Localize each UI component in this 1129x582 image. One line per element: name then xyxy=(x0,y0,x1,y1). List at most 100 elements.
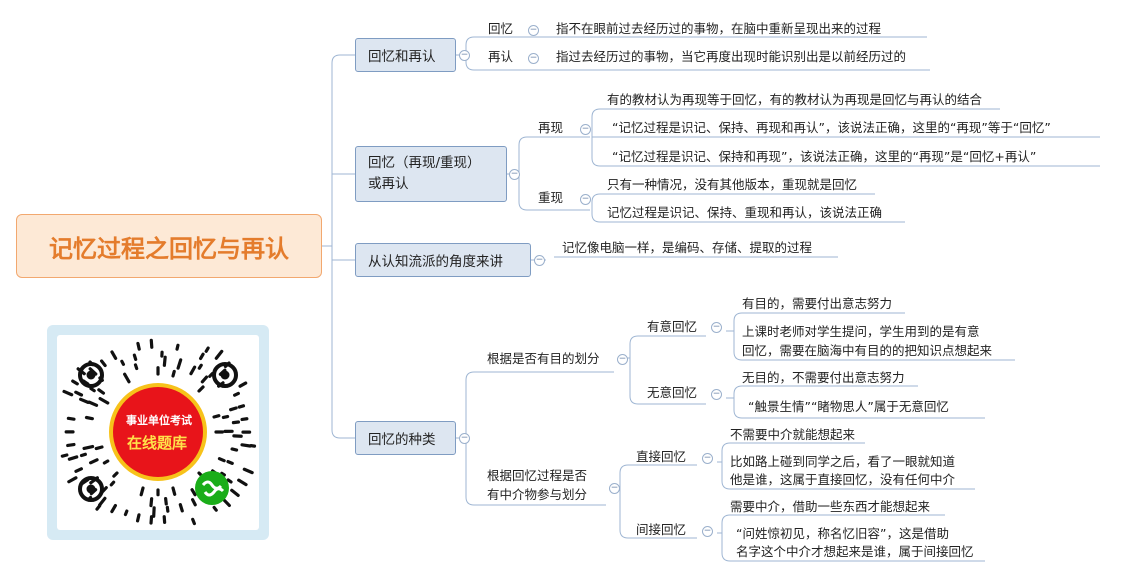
node-label-line2: 或再认 xyxy=(368,176,409,192)
collapse-icon[interactable]: − xyxy=(528,25,539,36)
label-chongxian[interactable]: 重现 xyxy=(538,190,564,205)
qr-dot xyxy=(66,442,76,448)
label-by-medium-line1[interactable]: 根据回忆过程是否 xyxy=(487,468,588,483)
qr-dot xyxy=(190,498,197,507)
indirect-item-2-line1: “问姓惊初见，称名忆旧容”，这是借助 xyxy=(736,526,949,541)
direct-item-2-line2: 他是谁，这属于直接回忆，没有任何中介 xyxy=(730,472,956,487)
qr-dot xyxy=(249,444,257,448)
qr-code-card[interactable]: 事业单位考试 在线题库 xyxy=(47,325,269,540)
qr-dot xyxy=(233,391,240,397)
label-intentional-recall[interactable]: 有意回忆 xyxy=(647,319,698,334)
qr-dot xyxy=(102,459,110,465)
qr-dot xyxy=(89,386,96,393)
collapse-icon[interactable]: − xyxy=(702,526,713,537)
node-cognitive-perspective[interactable]: 从认知流派的角度来讲 xyxy=(355,243,531,277)
qr-dot xyxy=(67,476,78,484)
collapse-icon[interactable]: − xyxy=(702,453,713,464)
qr-dot xyxy=(135,513,141,523)
label-unintentional-recall[interactable]: 无意回忆 xyxy=(647,385,698,400)
qr-dot xyxy=(74,390,84,397)
label-recall[interactable]: 回忆 xyxy=(488,21,514,36)
qr-finder-dot xyxy=(220,370,230,380)
qr-dot xyxy=(132,353,138,361)
collapse-icon[interactable]: − xyxy=(509,169,520,180)
qr-dot xyxy=(110,503,117,514)
qr-dot xyxy=(208,372,214,378)
qr-code[interactable]: 事业单位考试 在线题库 xyxy=(57,335,259,530)
qr-dot xyxy=(99,359,107,368)
badge-text-line1: 事业单位考试 xyxy=(126,414,192,427)
qr-dot xyxy=(164,496,168,506)
label-recognition[interactable]: 再认 xyxy=(488,49,514,64)
qr-dot xyxy=(229,406,238,412)
qr-dot xyxy=(178,503,184,513)
qr-dot xyxy=(171,369,176,378)
qr-dot xyxy=(162,355,167,367)
qr-dot xyxy=(226,478,233,484)
qr-pattern-icon xyxy=(60,338,257,526)
unintentional-item-1: 无目的，不需要付出意志努力 xyxy=(742,370,905,385)
qr-dot xyxy=(62,389,74,397)
intentional-item-2-line1: 上课时老师对学生提问，学生用到的是有意 xyxy=(742,324,980,339)
qr-dot xyxy=(221,414,230,420)
unintentional-item-2: “触景生情”“睹物思人”属于无意回忆 xyxy=(748,399,949,414)
badge-disc xyxy=(113,387,203,477)
qr-dot xyxy=(74,467,83,473)
collapse-icon[interactable]: − xyxy=(580,124,591,135)
qr-dot xyxy=(89,458,99,465)
collapse-icon[interactable]: − xyxy=(528,53,539,64)
qr-dot xyxy=(238,381,248,388)
qr-dot xyxy=(204,346,210,353)
label-by-medium-line2[interactable]: 有中介物参与划分 xyxy=(487,487,588,502)
text-recognition-definition: 指过去经历过的事物，当它再度出现时能识别出是以前经历过的 xyxy=(556,49,907,64)
chongxian-item-1: 只有一种情况，没有其他版本，重现就是回忆 xyxy=(607,177,858,192)
intentional-item-2-line2: 回忆，需要在脑海中有目的的把知识点想起来 xyxy=(742,343,993,358)
text-computer-analogy: 记忆像电脑一样，是编码、存储、提取的过程 xyxy=(562,240,813,255)
collapse-icon[interactable]: − xyxy=(580,194,591,205)
qr-dot xyxy=(110,350,118,360)
qr-dot xyxy=(109,480,116,487)
qr-finder-icon xyxy=(78,476,104,502)
node-recall-reproduction[interactable]: 回忆（再现/重现） 或再认 xyxy=(355,146,507,202)
qr-dot xyxy=(226,459,234,465)
qr-dot xyxy=(94,445,104,451)
qr-dot xyxy=(190,488,197,497)
collapse-icon[interactable]: − xyxy=(459,50,470,61)
qr-dot xyxy=(191,517,196,526)
qr-dot xyxy=(149,497,154,508)
label-indirect-recall[interactable]: 间接回忆 xyxy=(636,522,687,537)
qr-dot xyxy=(197,363,203,370)
qr-dot xyxy=(123,372,131,384)
indirect-item-1: 需要中介，借助一些东西才能想起来 xyxy=(730,499,931,514)
mini-program-logo-icon xyxy=(195,471,229,505)
collapse-icon[interactable]: − xyxy=(534,255,545,266)
collapse-icon[interactable]: − xyxy=(609,483,620,494)
qr-dot xyxy=(133,363,139,371)
collapse-icon[interactable]: − xyxy=(617,354,628,365)
qr-dot xyxy=(237,478,248,487)
label-by-purpose[interactable]: 根据是否有目的划分 xyxy=(487,351,600,366)
qr-dot xyxy=(220,471,226,477)
qr-dot xyxy=(237,404,246,409)
label-zaixian[interactable]: 再现 xyxy=(538,120,564,135)
qr-dot xyxy=(176,358,183,370)
root-topic[interactable]: 记忆过程之回忆与再认 xyxy=(16,214,322,278)
qr-dot xyxy=(221,497,231,508)
node-types-of-recall[interactable]: 回忆的种类 xyxy=(355,421,456,455)
collapse-icon[interactable]: − xyxy=(711,389,722,400)
qr-dot xyxy=(217,457,226,463)
node-label-line1: 回忆（再现/重现） xyxy=(368,155,481,171)
zaixian-item-3: “记忆过程是识记、保持和再现”，该说法正确，这里的“再现”是“回忆+再认” xyxy=(612,149,1037,164)
node-recall-and-recognition[interactable]: 回忆和再认 xyxy=(355,38,456,72)
qr-dot xyxy=(171,486,177,496)
collapse-icon[interactable]: − xyxy=(711,322,722,333)
qr-dot xyxy=(139,486,145,497)
direct-item-1: 不需要中介就能想起来 xyxy=(730,427,856,442)
qr-dot xyxy=(230,488,240,497)
qr-dot xyxy=(87,400,99,407)
label-direct-recall[interactable]: 直接回忆 xyxy=(636,449,687,464)
collapse-icon[interactable]: − xyxy=(459,433,470,444)
qr-dot xyxy=(79,397,90,405)
qr-dot xyxy=(199,352,205,361)
qr-dot xyxy=(112,471,119,478)
